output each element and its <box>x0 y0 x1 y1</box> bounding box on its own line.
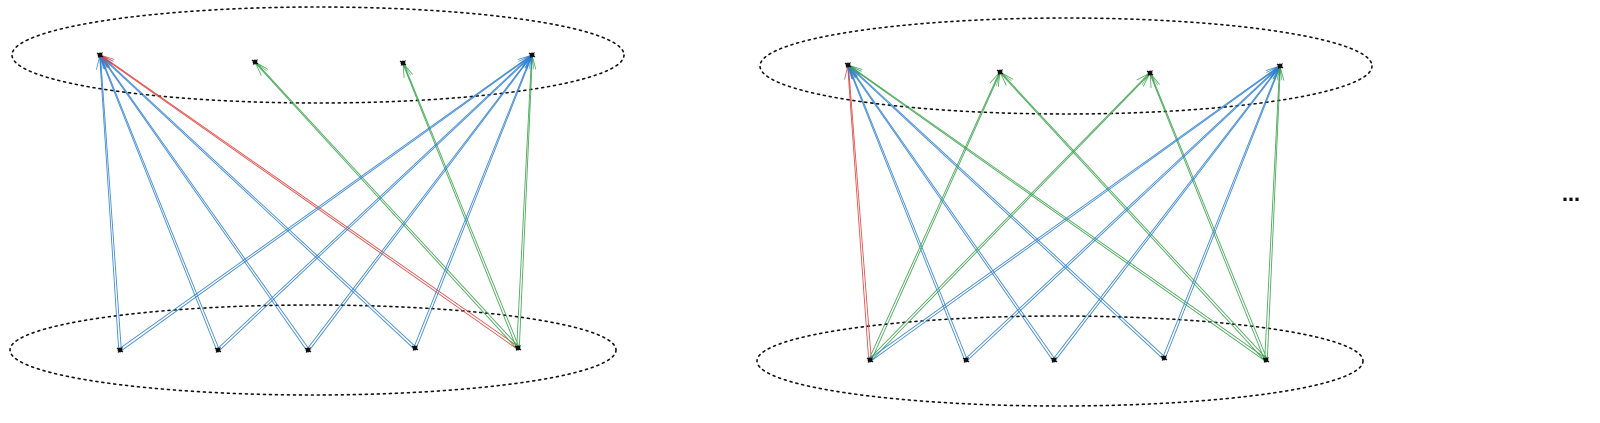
edge-b3-t0 <box>99 54 417 350</box>
node-b4 <box>514 345 522 351</box>
node-t1 <box>251 59 259 65</box>
edge-b2-t3 <box>1052 65 1281 362</box>
edge-b4-t2 <box>1149 72 1268 361</box>
node-b1 <box>214 347 222 353</box>
edge-b4-t3 <box>516 54 537 349</box>
edge-b2-t0 <box>99 54 310 352</box>
top-set-ellipse <box>11 6 625 104</box>
edge-b0-t0 <box>844 64 872 361</box>
node-group <box>96 52 536 353</box>
node-b1 <box>962 357 970 363</box>
edge-group <box>844 64 1285 362</box>
node-b2 <box>1050 357 1058 363</box>
edge-b4-t1 <box>999 71 1268 362</box>
edge-b4-t3 <box>1264 65 1285 361</box>
node-t3 <box>528 52 536 58</box>
edge-b0-t1 <box>868 71 1001 361</box>
edge-b4-t0 <box>847 64 1268 362</box>
node-t1 <box>996 69 1004 75</box>
node-group <box>844 62 1284 363</box>
edge-b0-t3 <box>868 65 1281 362</box>
node-t0 <box>844 62 852 68</box>
edge-b2-t3 <box>306 54 533 352</box>
node-b3 <box>411 345 419 351</box>
edge-group <box>96 54 537 352</box>
edge-b0-t3 <box>118 54 533 352</box>
node-t2 <box>399 60 407 66</box>
graph-panel-2 <box>756 17 1373 407</box>
bottom-set-ellipse <box>9 304 617 396</box>
bottom-set-ellipse <box>756 315 1364 407</box>
node-b3 <box>1160 355 1168 361</box>
node-t3 <box>1276 63 1284 69</box>
edge-b4-t0 <box>99 54 520 350</box>
continuation-ellipsis: … <box>1562 185 1581 206</box>
node-b0 <box>116 347 124 353</box>
node-t2 <box>1146 70 1154 76</box>
edge-b3-t3 <box>1162 65 1281 359</box>
node-t0 <box>96 52 104 58</box>
edge-b3-t3 <box>413 54 533 349</box>
top-set-ellipse <box>759 17 1373 115</box>
edge-b3-t0 <box>847 64 1166 360</box>
node-b4 <box>1262 357 1270 363</box>
node-b0 <box>866 357 874 363</box>
node-b2 <box>304 347 312 353</box>
graph-panel-1 <box>9 6 625 396</box>
